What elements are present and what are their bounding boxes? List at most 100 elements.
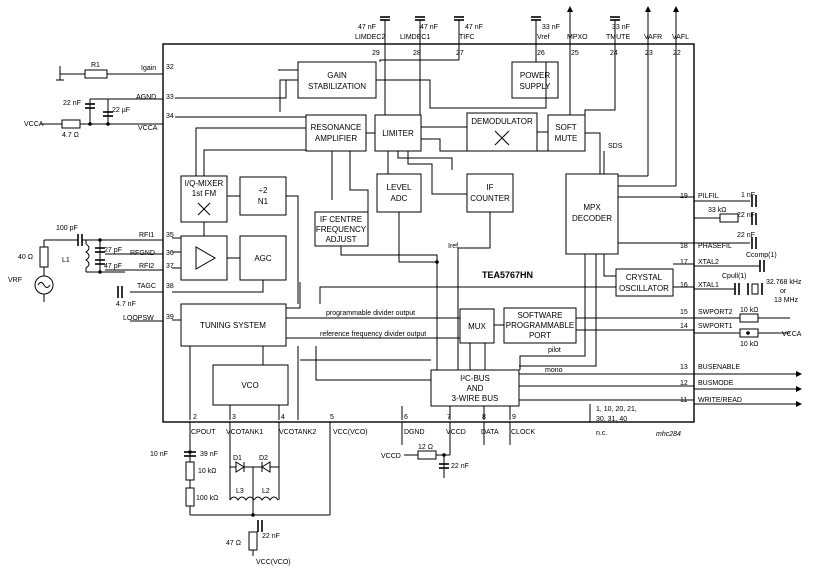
svg-text:4: 4 [281,414,285,421]
svg-text:40 Ω: 40 Ω [18,254,33,261]
svg-text:10 kΩ: 10 kΩ [740,307,758,314]
svg-text:VCCD: VCCD [446,429,466,436]
svg-text:POWER: POWER [520,71,550,80]
figure-ref-code: mhc284 [656,431,681,438]
svg-text:AMPLIFIER: AMPLIFIER [315,134,357,143]
svg-text:VRF: VRF [8,277,22,284]
svg-text:5: 5 [330,414,334,421]
svg-text:RFI2: RFI2 [139,263,154,270]
crystal-oscillator-block: CRYSTAL OSCILLATOR [615,268,674,297]
svg-text:MUTE: MUTE [555,134,578,143]
svg-text:35: 35 [166,232,174,239]
svg-text:19: 19 [680,193,688,200]
power-supply-block: POWER SUPPLY [511,61,559,99]
svg-text:6: 6 [404,414,408,421]
svg-text:22 nF: 22 nF [262,533,280,540]
svg-text:SWPORT2: SWPORT2 [698,309,733,316]
svg-text:25: 25 [571,50,579,57]
divider-block: ÷2 N1 [239,176,287,216]
svg-text:3: 3 [232,414,236,421]
pin-27: 27 TIFC 47 nF [456,24,483,57]
svg-text:I/Q-MIXER: I/Q-MIXER [185,179,224,188]
svg-text:WRITE/READ: WRITE/READ [698,397,742,404]
pin-26: 26 Vref 33 nF [537,24,560,57]
svg-text:47 nF: 47 nF [465,24,483,31]
svg-text:27: 27 [456,50,464,57]
svg-text:FREQUENCY: FREQUENCY [316,225,367,234]
svg-text:D2: D2 [259,455,268,462]
chip-outline [162,43,695,423]
svg-text:3-WIRE BUS: 3-WIRE BUS [452,394,499,403]
pin-23: 23 VAFR [644,34,662,57]
svg-text:17: 17 [680,259,688,266]
svg-text:IF CENTRE: IF CENTRE [320,215,362,224]
svg-text:PROGRAMMABLE: PROGRAMMABLE [506,321,574,330]
svg-text:VCOTANK2: VCOTANK2 [279,429,316,436]
svg-text:2: 2 [193,414,197,421]
svg-text:SOFT: SOFT [555,123,576,132]
svg-text:37: 37 [166,263,174,270]
svg-text:27 pF: 27 pF [104,247,122,254]
junctions [88,122,750,517]
pin-35: 35 RFI1 [139,232,174,239]
svg-text:LIMDEC1: LIMDEC1 [400,34,430,41]
svg-text:15: 15 [680,309,688,316]
svg-text:XTAL2: XTAL2 [698,259,719,266]
if-centre-frequency-adjust-block: IF CENTRE FREQUENCY ADJUST [314,211,369,247]
svg-text:L3: L3 [236,488,244,495]
svg-text:R1: R1 [91,62,100,69]
svg-text:DECODER: DECODER [572,214,612,223]
internal-wiring [172,48,694,420]
svg-text:12 Ω: 12 Ω [418,444,433,451]
svg-text:n.c.: n.c. [596,430,607,437]
rf-amplifier-block [180,235,228,281]
svg-text:CRYSTAL: CRYSTAL [626,273,663,282]
svg-text:Vref: Vref [537,34,550,41]
svg-text:RFI1: RFI1 [139,232,154,239]
svg-text:24: 24 [610,50,618,57]
svg-text:100 pF: 100 pF [56,225,78,232]
svg-text:VCCA: VCCA [138,125,158,132]
svg-text:22 µF: 22 µF [112,107,130,114]
svg-text:VCOTANK1: VCOTANK1 [226,429,263,436]
svg-text:Cpull(1): Cpull(1) [722,273,747,280]
pin-28: 28 LIMDEC1 47 nF [400,24,438,57]
svg-text:GAIN: GAIN [327,71,347,80]
svg-text:33 nF: 33 nF [612,24,630,31]
svg-text:or: or [780,288,787,295]
svg-text:VCC(VCO): VCC(VCO) [256,559,291,566]
svg-text:TMUTE: TMUTE [606,34,630,41]
pin-19: 19 PILFIL [680,193,719,200]
limiter-block: LIMITER [374,114,422,152]
svg-text:32: 32 [166,64,174,71]
svg-text:PILFIL: PILFIL [698,193,719,200]
svg-text:22 nF: 22 nF [737,212,755,219]
bus-interface-block: I²C-BUS AND 3-WIRE BUS [430,369,520,407]
agc-block: AGC [239,235,287,281]
vco-block: VCO [212,364,289,406]
svg-text:PHASEFIL: PHASEFIL [698,243,732,250]
pin-29: 29 LIMDEC2 47 nF [355,24,385,57]
svg-text:38: 38 [166,283,174,290]
nc-pins: 1, 10, 20, 21,30, 31, 40n.c. [596,406,637,437]
svg-text:L1: L1 [62,257,70,264]
iq-mixer-block: I/Q-MIXER 1st FM [180,175,228,223]
svg-text:LOOPSW: LOOPSW [123,315,154,322]
level-adc-block: LEVEL ADC [376,173,422,213]
svg-text:4.7 nF: 4.7 nF [116,301,136,308]
sds-label: SDS [608,143,623,150]
svg-text:TUNING SYSTEM: TUNING SYSTEM [200,321,266,330]
